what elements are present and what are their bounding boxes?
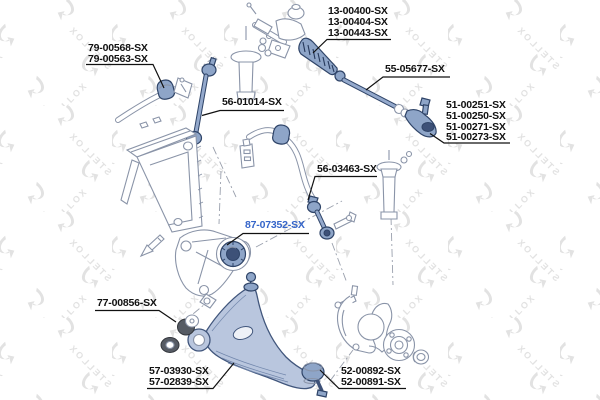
front-strut-left — [230, 26, 273, 100]
part-number-active[interactable]: 87-07352-SX — [245, 219, 305, 231]
label-stabilizer-link-front[interactable]: 56-01014-SX — [222, 97, 282, 108]
part-number[interactable]: 51-00251-SX — [446, 99, 506, 111]
part-number[interactable]: 13-00443-SX — [328, 26, 388, 39]
part-number[interactable]: 79-00563-SX — [88, 52, 148, 65]
stabilizer-bar-center — [246, 127, 317, 203]
tie-rod-end-highlighted — [404, 97, 437, 138]
steering-knuckle — [334, 285, 393, 354]
part-number[interactable]: 52-00891-SX — [341, 375, 401, 388]
part-number[interactable]: 51-00273-SX — [446, 131, 506, 144]
label-ball-joint[interactable]: 52-00892-SX 52-00891-SX — [341, 366, 401, 388]
front-strut-right — [376, 150, 413, 220]
control-arm-front-bushings — [160, 314, 200, 353]
control-arm-highlighted — [187, 271, 316, 390]
subframe — [120, 116, 204, 233]
part-number[interactable]: 51-00271-SX — [446, 120, 506, 133]
part-number[interactable]: 51-00250-SX — [446, 109, 506, 122]
stabilizer-bushing-center-highlighted — [271, 124, 291, 145]
label-steering-rack-boot[interactable]: 13-00400-SX 13-00404-SX 13-00443-SX — [328, 6, 388, 38]
part-number[interactable]: 57-02839-SX — [149, 375, 209, 388]
steering-rack-boot-highlighted — [298, 37, 338, 76]
mount-bolt — [139, 234, 165, 258]
part-number[interactable]: 57-03930-SX — [149, 365, 209, 377]
label-tie-rod-end[interactable]: 51-00251-SX 51-00250-SX 51-00271-SX 51-0… — [446, 100, 506, 143]
control-arm-bushing-highlighted — [219, 240, 247, 268]
steering-rack — [246, 2, 306, 59]
stabilizer-clamp-front — [173, 77, 193, 99]
stabilizer-link-rear-highlighted — [306, 195, 335, 240]
label-stabilizer-bushing[interactable]: 79-00568-SX 79-00563-SX — [88, 43, 148, 65]
link-bolt — [333, 211, 357, 230]
part-number[interactable]: 13-00400-SX — [328, 5, 388, 17]
part-number[interactable]: 55-05677-SX — [385, 63, 445, 75]
label-control-arm-bushing-active[interactable]: 87-07352-SX — [245, 220, 305, 231]
label-axial-tie-rod[interactable]: 55-05677-SX — [385, 64, 445, 75]
ball-joint-highlighted — [301, 362, 328, 398]
label-leader-lines — [86, 38, 510, 390]
axial-tie-rod-highlighted — [334, 70, 412, 118]
label-control-arm-front-bushing[interactable]: 77-00856-SX — [97, 298, 157, 309]
part-number[interactable]: 79-00568-SX — [88, 42, 148, 54]
part-number[interactable]: 52-00892-SX — [341, 365, 401, 377]
label-control-arm[interactable]: 57-03930-SX 57-02839-SX — [149, 366, 209, 388]
part-number[interactable]: 77-00856-SX — [97, 297, 157, 309]
part-number[interactable]: 56-01014-SX — [222, 96, 282, 108]
wheel-hub — [382, 328, 430, 365]
part-number[interactable]: 13-00404-SX — [328, 15, 388, 28]
stabilizer-clamp-bracket — [239, 138, 255, 169]
label-stabilizer-link-rear[interactable]: 56-03463-SX — [317, 164, 377, 175]
part-number[interactable]: 56-03463-SX — [317, 163, 377, 175]
